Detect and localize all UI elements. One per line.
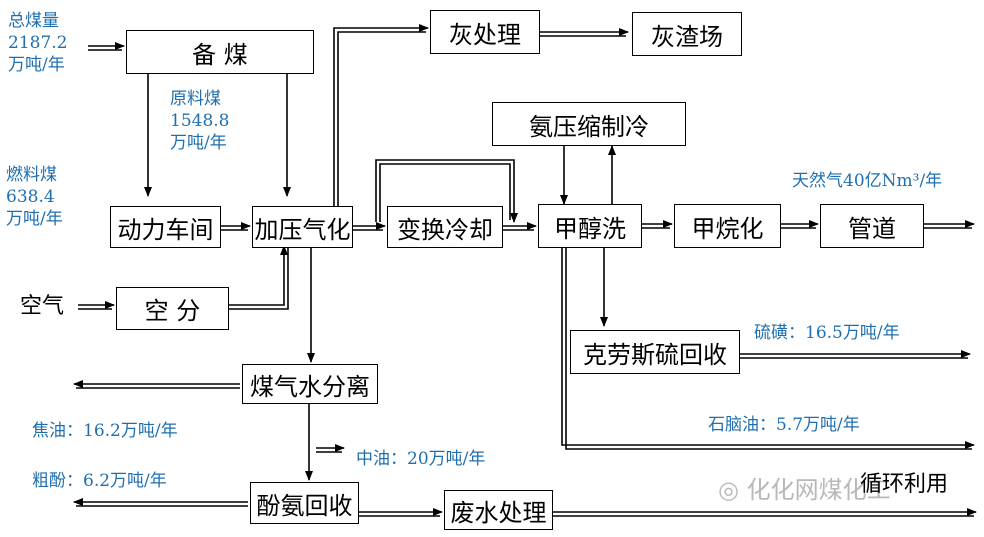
fuel-coal-label: 燃料煤 638.4 万吨/年 bbox=[6, 164, 63, 230]
naphtha-label: 石脑油：5.7万吨/年 bbox=[708, 415, 860, 435]
coal-preparation-box: 备 煤 bbox=[126, 30, 314, 74]
pipeline-box: 管道 bbox=[820, 204, 924, 248]
recycle-label: 循环利用 bbox=[860, 472, 949, 497]
total-coal-label: 总煤量 2187.2 万吨/年 bbox=[8, 10, 67, 76]
air-separation-box: 空 分 bbox=[116, 287, 229, 330]
phenol-ammonia-recovery-box: 酚氨回收 bbox=[250, 482, 359, 524]
crude-phenol-label: 粗酚：6.2万吨/年 bbox=[32, 471, 167, 491]
raw-coal-label-line2: 1548.8 bbox=[170, 111, 230, 131]
total-coal-label-line2: 2187.2 bbox=[8, 33, 68, 53]
total-coal-label-line3: 万吨/年 bbox=[8, 55, 65, 75]
watermark: ◎ 化化网煤化工 bbox=[718, 470, 891, 505]
gas-water-separation-box: 煤气水分离 bbox=[242, 364, 378, 404]
raw-coal-label-line3: 万吨/年 bbox=[170, 133, 227, 153]
raw-coal-label-line1: 原料煤 bbox=[170, 89, 221, 109]
air-label: 空气 bbox=[20, 294, 65, 319]
slag-yard-box: 灰渣场 bbox=[632, 12, 742, 56]
shift-cooling-box: 变换冷却 bbox=[387, 206, 503, 248]
total-coal-label-line1: 总煤量 bbox=[8, 11, 59, 31]
fuel-coal-label-line2: 638.4 bbox=[6, 187, 55, 207]
wechat-icon: ◎ bbox=[718, 476, 739, 504]
fuel-coal-label-line3: 万吨/年 bbox=[6, 209, 63, 229]
watermark-text: 化化网煤化工 bbox=[746, 476, 891, 504]
raw-coal-label: 原料煤 1548.8 万吨/年 bbox=[170, 88, 229, 154]
natural-gas-label: 天然气40亿Nm³/年 bbox=[792, 171, 943, 191]
claus-sulfur-recovery-box: 克劳斯硫回收 bbox=[570, 330, 740, 374]
methanation-box: 甲烷化 bbox=[674, 204, 781, 248]
medium-oil-label: 中油：20万吨/年 bbox=[356, 449, 486, 469]
pressurized-gasification-box: 加压气化 bbox=[252, 206, 353, 248]
power-station-box: 动力车间 bbox=[110, 206, 221, 248]
wastewater-treatment-box: 废水处理 bbox=[444, 490, 553, 530]
ammonia-refrigeration-box: 氨压缩制冷 bbox=[492, 102, 686, 146]
fuel-coal-label-line1: 燃料煤 bbox=[6, 165, 57, 185]
sulfur-label: 硫磺：16.5万吨/年 bbox=[754, 323, 900, 343]
ash-treatment-box: 灰处理 bbox=[430, 10, 540, 54]
rectisol-box: 甲醇洗 bbox=[538, 204, 642, 248]
tar-label: 焦油：16.2万吨/年 bbox=[32, 421, 178, 441]
